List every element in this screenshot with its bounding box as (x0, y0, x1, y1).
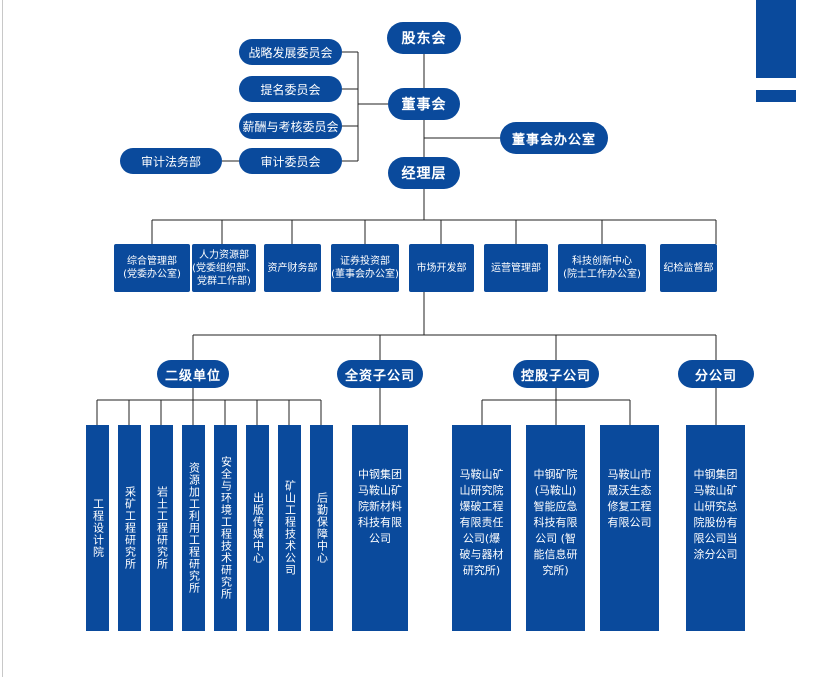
dept-tech-innovation: 科技创新中心 (院士工作办公室) (558, 244, 646, 292)
company-name-line: 公司 (智 (535, 532, 576, 545)
category-branch: 分公司 (678, 360, 754, 388)
branch-dangtu: 中钢集团 马鞍山矿 山研究总 院股份有 限公司当 涂分公司 (686, 425, 745, 631)
dept-label: 综合管理部 (127, 256, 177, 267)
dept-sublabel: (院士工作办公室) (563, 269, 641, 280)
company-name-line: 能信息研 (533, 548, 578, 561)
company-name-line: 智能应急 (533, 500, 578, 513)
company-name-line: (马鞍山) (534, 484, 577, 497)
company-name-line: 修复工程 (607, 500, 652, 513)
unit-logistics: 后勤保障中心 (310, 425, 333, 631)
company-name-line: 晟沃生态 (607, 484, 652, 497)
company-name-line: 涂分公司 (693, 548, 738, 561)
dept-discipline-supervision: 纪检监督部 (660, 244, 717, 292)
dept-securities-investment: 证券投资部 (董事会办公室) (331, 244, 399, 292)
company-name-line: 科技有限 (358, 516, 402, 529)
dept-label: 科技创新中心 (572, 256, 632, 267)
holding-subsidiary-ecology: 马鞍山市 晟沃生态 修复工程 有限公司 (600, 425, 659, 631)
committee-audit: 审计委员会 (239, 148, 342, 174)
dept-sublabel: (董事会办公室) (331, 269, 399, 280)
company-name-line: 中钢集团 (693, 468, 738, 481)
company-name-line: 中钢集团 (358, 468, 402, 481)
dept-label: 市场开发部 (416, 262, 467, 274)
unit-resource-processing: 资源加工利用工程研究所 (182, 425, 205, 631)
unit-mine-engineering-tech: 矿山工程技术公司 (278, 425, 301, 631)
company-name-line: 马鞍山矿 (693, 484, 738, 497)
company-name-line: 究所) (542, 564, 569, 577)
dept-label: 证券投资部 (340, 256, 390, 267)
company-name-line: 院新材料 (358, 500, 402, 513)
company-name-line: 马鞍山矿 (358, 484, 402, 497)
dept-sublabel: (党委组织部、 (192, 262, 256, 274)
company-name-line: 公司 (369, 532, 391, 545)
company-name-line: 有限责任 (459, 516, 504, 529)
dept-general-management: 综合管理部 (党委办公室) (114, 244, 190, 292)
dept-label: 资产财务部 (267, 262, 318, 274)
company-name-line: 有限公司 (607, 516, 652, 529)
page-left-border (2, 0, 3, 677)
category-holding: 控股子公司 (513, 360, 599, 388)
company-name-line: 科技有限 (533, 516, 578, 529)
holding-subsidiary-blasting: 马鞍山矿 山研究院 爆破工程 有限责任 公司(爆 破与器材 研究所) (452, 425, 511, 631)
unit-publishing-media: 出版传媒中心 (246, 425, 269, 631)
wholly-owned-subsidiary: 中钢集团 马鞍山矿 院新材料 科技有限 公司 (352, 425, 408, 631)
company-name-line: 爆破工程 (459, 500, 504, 513)
dept-sublabel: 党群工作部) (197, 275, 251, 287)
committee-strategy: 战略发展委员会 (239, 39, 342, 65)
company-name-line: 马鞍山矿 (459, 468, 504, 481)
company-name-line: 破与器材 (459, 548, 504, 561)
audit-legal-dept: 审计法务部 (120, 148, 222, 174)
dept-market-development: 市场开发部 (409, 244, 474, 292)
dept-operations: 运营管理部 (484, 244, 548, 292)
unit-geotechnical: 岩土工程研究所 (150, 425, 173, 631)
shareholders-node: 股东会 (387, 22, 461, 54)
unit-safety-environment: 安全与环境工程技术研究所 (214, 425, 237, 631)
management-node: 经理层 (388, 157, 460, 189)
unit-engineering-design: 工程设计院 (86, 425, 109, 631)
dept-human-resources: 人力资源部 (党委组织部、 党群工作部) (192, 244, 256, 292)
company-name-line: 限公司当 (693, 532, 738, 545)
company-name-line: 中钢矿院 (533, 468, 578, 481)
decorative-bar (756, 90, 796, 102)
company-name-line: 公司(爆 (462, 532, 501, 545)
dept-label: 纪检监督部 (663, 262, 714, 274)
category-wholly-owned: 全资子公司 (337, 360, 423, 388)
dept-label: 运营管理部 (491, 262, 541, 274)
board-office-node: 董事会办公室 (500, 122, 608, 154)
company-name-line: 院股份有 (693, 516, 738, 529)
company-name-line: 山研究院 (459, 484, 504, 497)
dept-sublabel: (党委办公室) (123, 269, 181, 280)
company-name-line: 研究所) (462, 564, 501, 577)
unit-mining-engineering: 采矿工程研究所 (118, 425, 141, 631)
dept-label: 人力资源部 (199, 249, 249, 261)
decorative-block (756, 0, 796, 78)
dept-asset-finance: 资产财务部 (264, 244, 321, 292)
board-node: 董事会 (388, 88, 460, 120)
holding-subsidiary-intelligent: 中钢矿院 (马鞍山) 智能应急 科技有限 公司 (智 能信息研 究所) (526, 425, 585, 631)
committee-nomination: 提名委员会 (239, 76, 342, 102)
company-name-line: 马鞍山市 (607, 468, 652, 481)
category-secondary-units: 二级单位 (157, 360, 229, 388)
committee-compensation: 薪酬与考核委员会 (239, 113, 342, 139)
company-name-line: 山研究总 (693, 500, 738, 513)
